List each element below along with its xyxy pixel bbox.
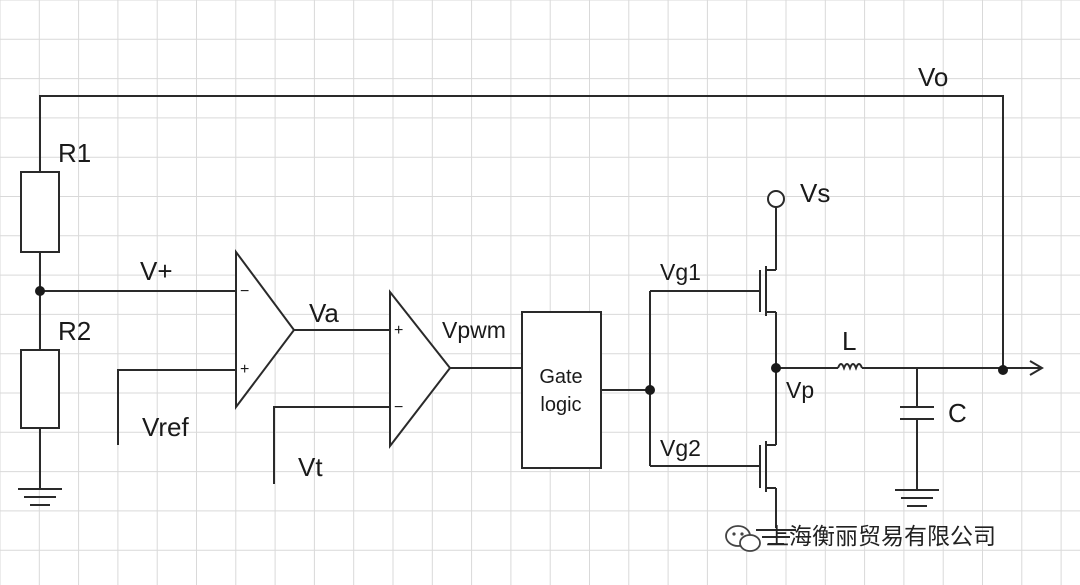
label-vplus: V+ [140,256,173,286]
label-vg1: Vg1 [660,259,701,285]
label-l: L [842,326,856,356]
label-vref: Vref [142,412,189,442]
vref-wire [117,369,236,445]
gate-logic-label-line2: logic [540,394,581,416]
gate-logic-block: Gate logic [521,311,602,469]
feedback-wire [39,95,1004,370]
junction-vo [998,365,1008,375]
wechat-icon [725,525,761,552]
ground-mosfet-icon [756,529,796,545]
opamp2-plus-sign: + [394,322,403,339]
wires [39,95,1040,528]
junction-divider [35,286,45,296]
opamp-error-amplifier: − + [235,248,296,410]
capacitor-c [900,406,934,420]
vt-wire [273,406,390,484]
label-r1: R1 [58,138,91,168]
gate-logic-label-line1: Gate [539,366,582,388]
label-va: Va [309,298,339,328]
inductor-l [837,363,863,371]
junction-gate [645,385,655,395]
label-vo: Vo [918,62,948,92]
label-vg2: Vg2 [660,435,701,461]
mosfet-low-side [759,441,776,492]
labels: Vo R1 R2 V+ Vref Va Vt Vpwm Vg1 Vg2 Vs V… [58,62,967,482]
resistor-r1 [20,171,60,253]
label-r2: R2 [58,316,91,346]
label-vs: Vs [800,178,830,208]
ground-divider-icon [18,488,62,506]
opamp1-plus-sign: + [240,361,249,378]
supply-terminal [767,190,785,208]
opamp1-minus-sign: − [240,283,249,300]
opamp-pwm-comparator: + − [389,289,452,449]
junction-dots [35,286,1008,395]
ground-capacitor-icon [895,489,939,507]
label-vp: Vp [786,377,814,403]
output-arrow-icon [1029,360,1044,376]
mosfet-high-side [759,266,776,316]
resistor-r2 [20,349,60,429]
label-c: C [948,398,967,428]
junction-vp [771,363,781,373]
label-vpwm: Vpwm [442,317,506,343]
label-vt: Vt [298,452,323,482]
watermark: 上海衡丽贸易有限公司 [725,523,996,552]
watermark-text: 上海衡丽贸易有限公司 [766,523,996,549]
opamp2-minus-sign: − [394,399,403,416]
